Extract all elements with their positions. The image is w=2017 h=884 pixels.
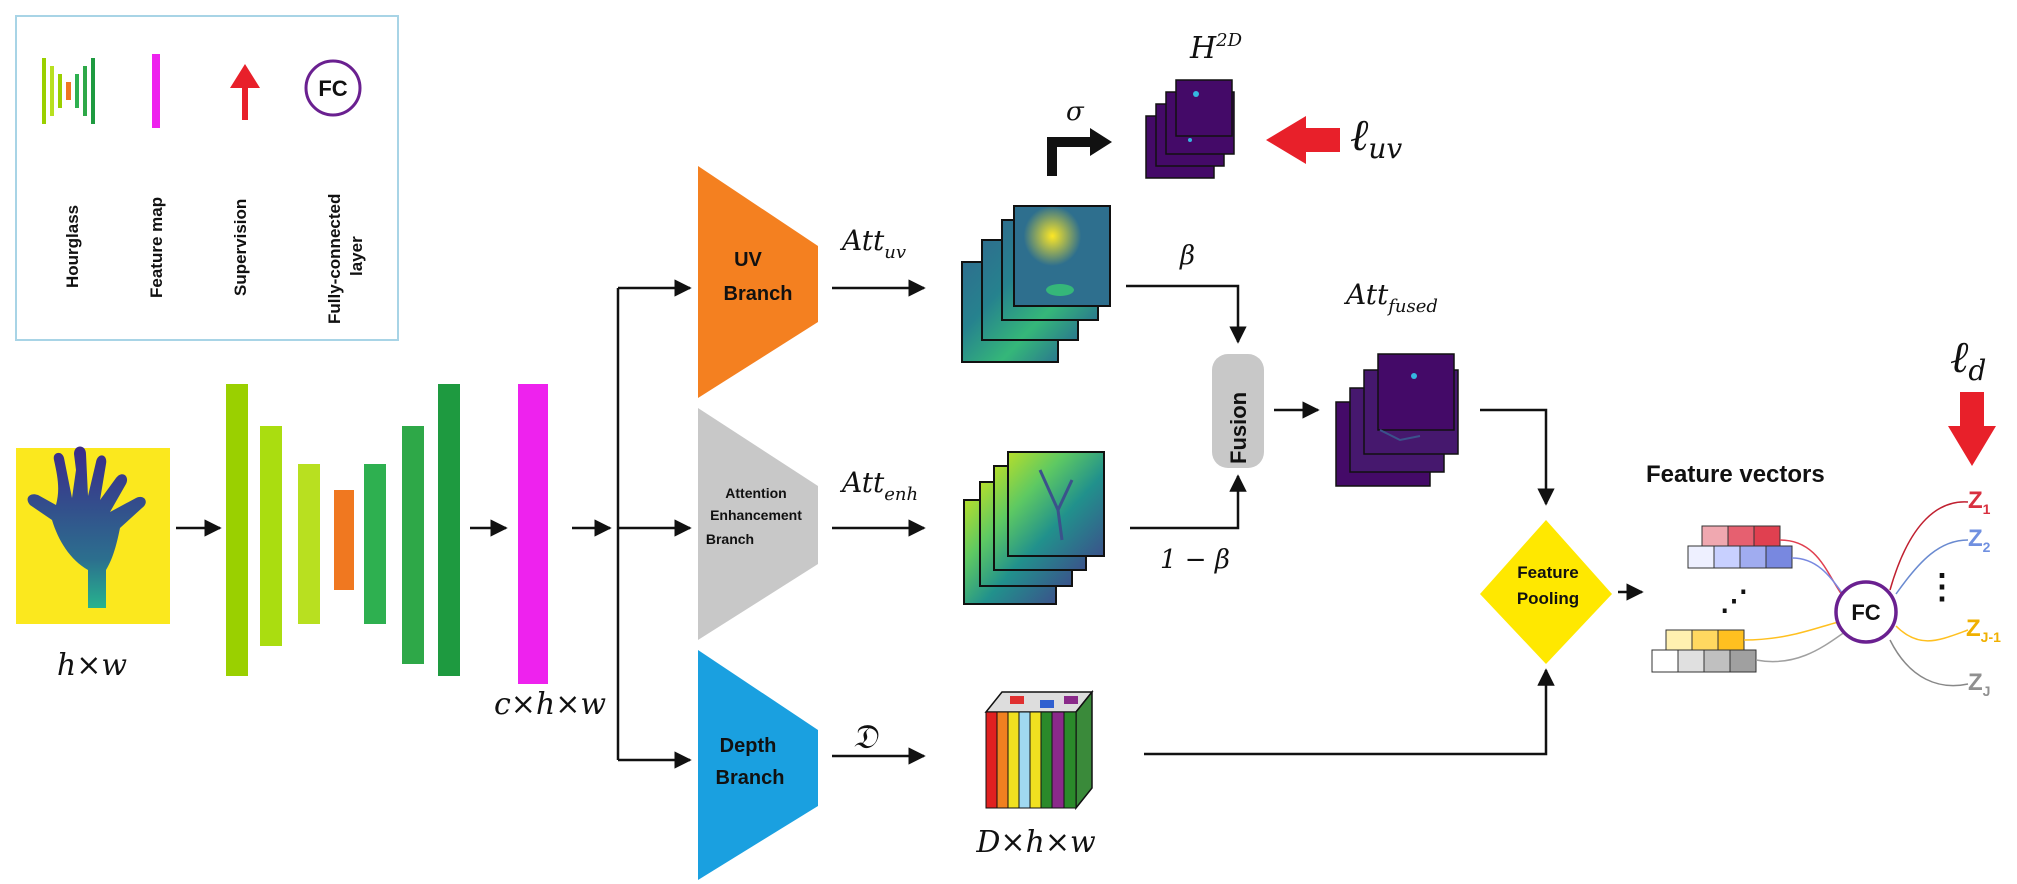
uv-branch-label-line2: Branch [724, 283, 793, 305]
arrow-att-to-fusion [1130, 474, 1247, 530]
att-enh-label: Attenh [839, 466, 918, 505]
sigma-arrow [1047, 137, 1092, 176]
feature-vector-top [1687, 525, 1793, 569]
legend-hourglass-icon [42, 58, 95, 124]
legend-supervision-icon [230, 64, 260, 120]
legend-fc-label-line2: layer [347, 236, 366, 276]
arrow-fused-to-pooling [1480, 408, 1555, 506]
uv-branch-block [698, 166, 818, 398]
arrow-uv-to-fusion [1126, 284, 1247, 344]
h2d-label: H2D [1189, 30, 1243, 66]
fc-layer-text: FC [1851, 600, 1880, 625]
legend-supervision-label: Supervision [231, 199, 250, 296]
uv-supervision-arrow [1266, 116, 1340, 164]
depth-cube [984, 689, 1094, 811]
hourglass-network [226, 384, 460, 676]
feature-dims-label: c×h×w [494, 687, 606, 722]
depth-branch-label-line1: Depth [720, 735, 777, 757]
depth-operator-label: 𝔇 [852, 717, 879, 757]
attention-branch-label-line3: Branch [706, 531, 754, 547]
enhancement-attention-maps [963, 451, 1105, 605]
arrow-depth-to-pooling [1144, 668, 1555, 756]
output-zj1: ZJ-1 [1966, 615, 2001, 645]
one-minus-beta-label: 1 − β [1160, 545, 1230, 575]
attention-branch-block [698, 408, 818, 640]
output-z1: Z1 [1968, 487, 1991, 517]
att-uv-label: Attuv [839, 224, 906, 263]
feature-vector-ellipsis: ⋰ [1720, 585, 1748, 616]
fusion-block [1212, 354, 1264, 468]
depth-dims-label: D×h×w [975, 825, 1096, 860]
input-dims-label: h×w [57, 648, 127, 683]
feature-map-bar [518, 384, 548, 684]
depth-branch-label-line2: Branch [716, 767, 785, 789]
legend-hourglass-label: Hourglass [63, 205, 82, 288]
l-uv-label: ℓuv [1350, 110, 1402, 165]
sigma-arrowhead [1090, 128, 1112, 156]
legend-fc-icon [304, 59, 362, 117]
feature-vector-bottom [1651, 629, 1757, 673]
branch-splitter [616, 279, 692, 769]
attention-branch-label-line1: Attention [725, 485, 786, 501]
l-d-label: ℓd [1950, 332, 1986, 387]
output-ellipsis: ⋮ [1925, 568, 1959, 606]
hand-silhouette [27, 446, 146, 608]
sigma-label: σ [1066, 97, 1085, 127]
beta-label: β [1179, 241, 1195, 271]
fused-attention-maps [1335, 353, 1459, 487]
feature-pooling-label-line1: Feature [1517, 563, 1578, 582]
legend-fc-icon-text: FC [318, 76, 347, 101]
feature-pooling-block [1480, 520, 1612, 664]
h2d-heatmaps [1145, 79, 1235, 179]
uv-branch-label-line1: UV [734, 249, 762, 271]
depth-supervision-arrow [1948, 392, 1996, 466]
output-zj: ZJ [1968, 669, 1990, 699]
output-z2: Z2 [1968, 525, 1991, 555]
fusion-label: Fusion [1226, 392, 1251, 464]
legend-feature-map-label: Feature map [147, 197, 166, 298]
attention-branch-label-line2: Enhancement [710, 507, 802, 523]
legend-fc-label-line1: Fully-connected [325, 194, 344, 324]
fc-layer-node [1834, 580, 1898, 644]
uv-attention-maps [961, 205, 1111, 363]
att-fused-label: Attfused [1343, 278, 1438, 317]
feature-pooling-label-line2: Pooling [1517, 589, 1579, 608]
feature-vectors-title: Feature vectors [1646, 461, 1825, 488]
depth-branch-block [698, 650, 818, 880]
legend-feature-map-icon [152, 54, 160, 128]
